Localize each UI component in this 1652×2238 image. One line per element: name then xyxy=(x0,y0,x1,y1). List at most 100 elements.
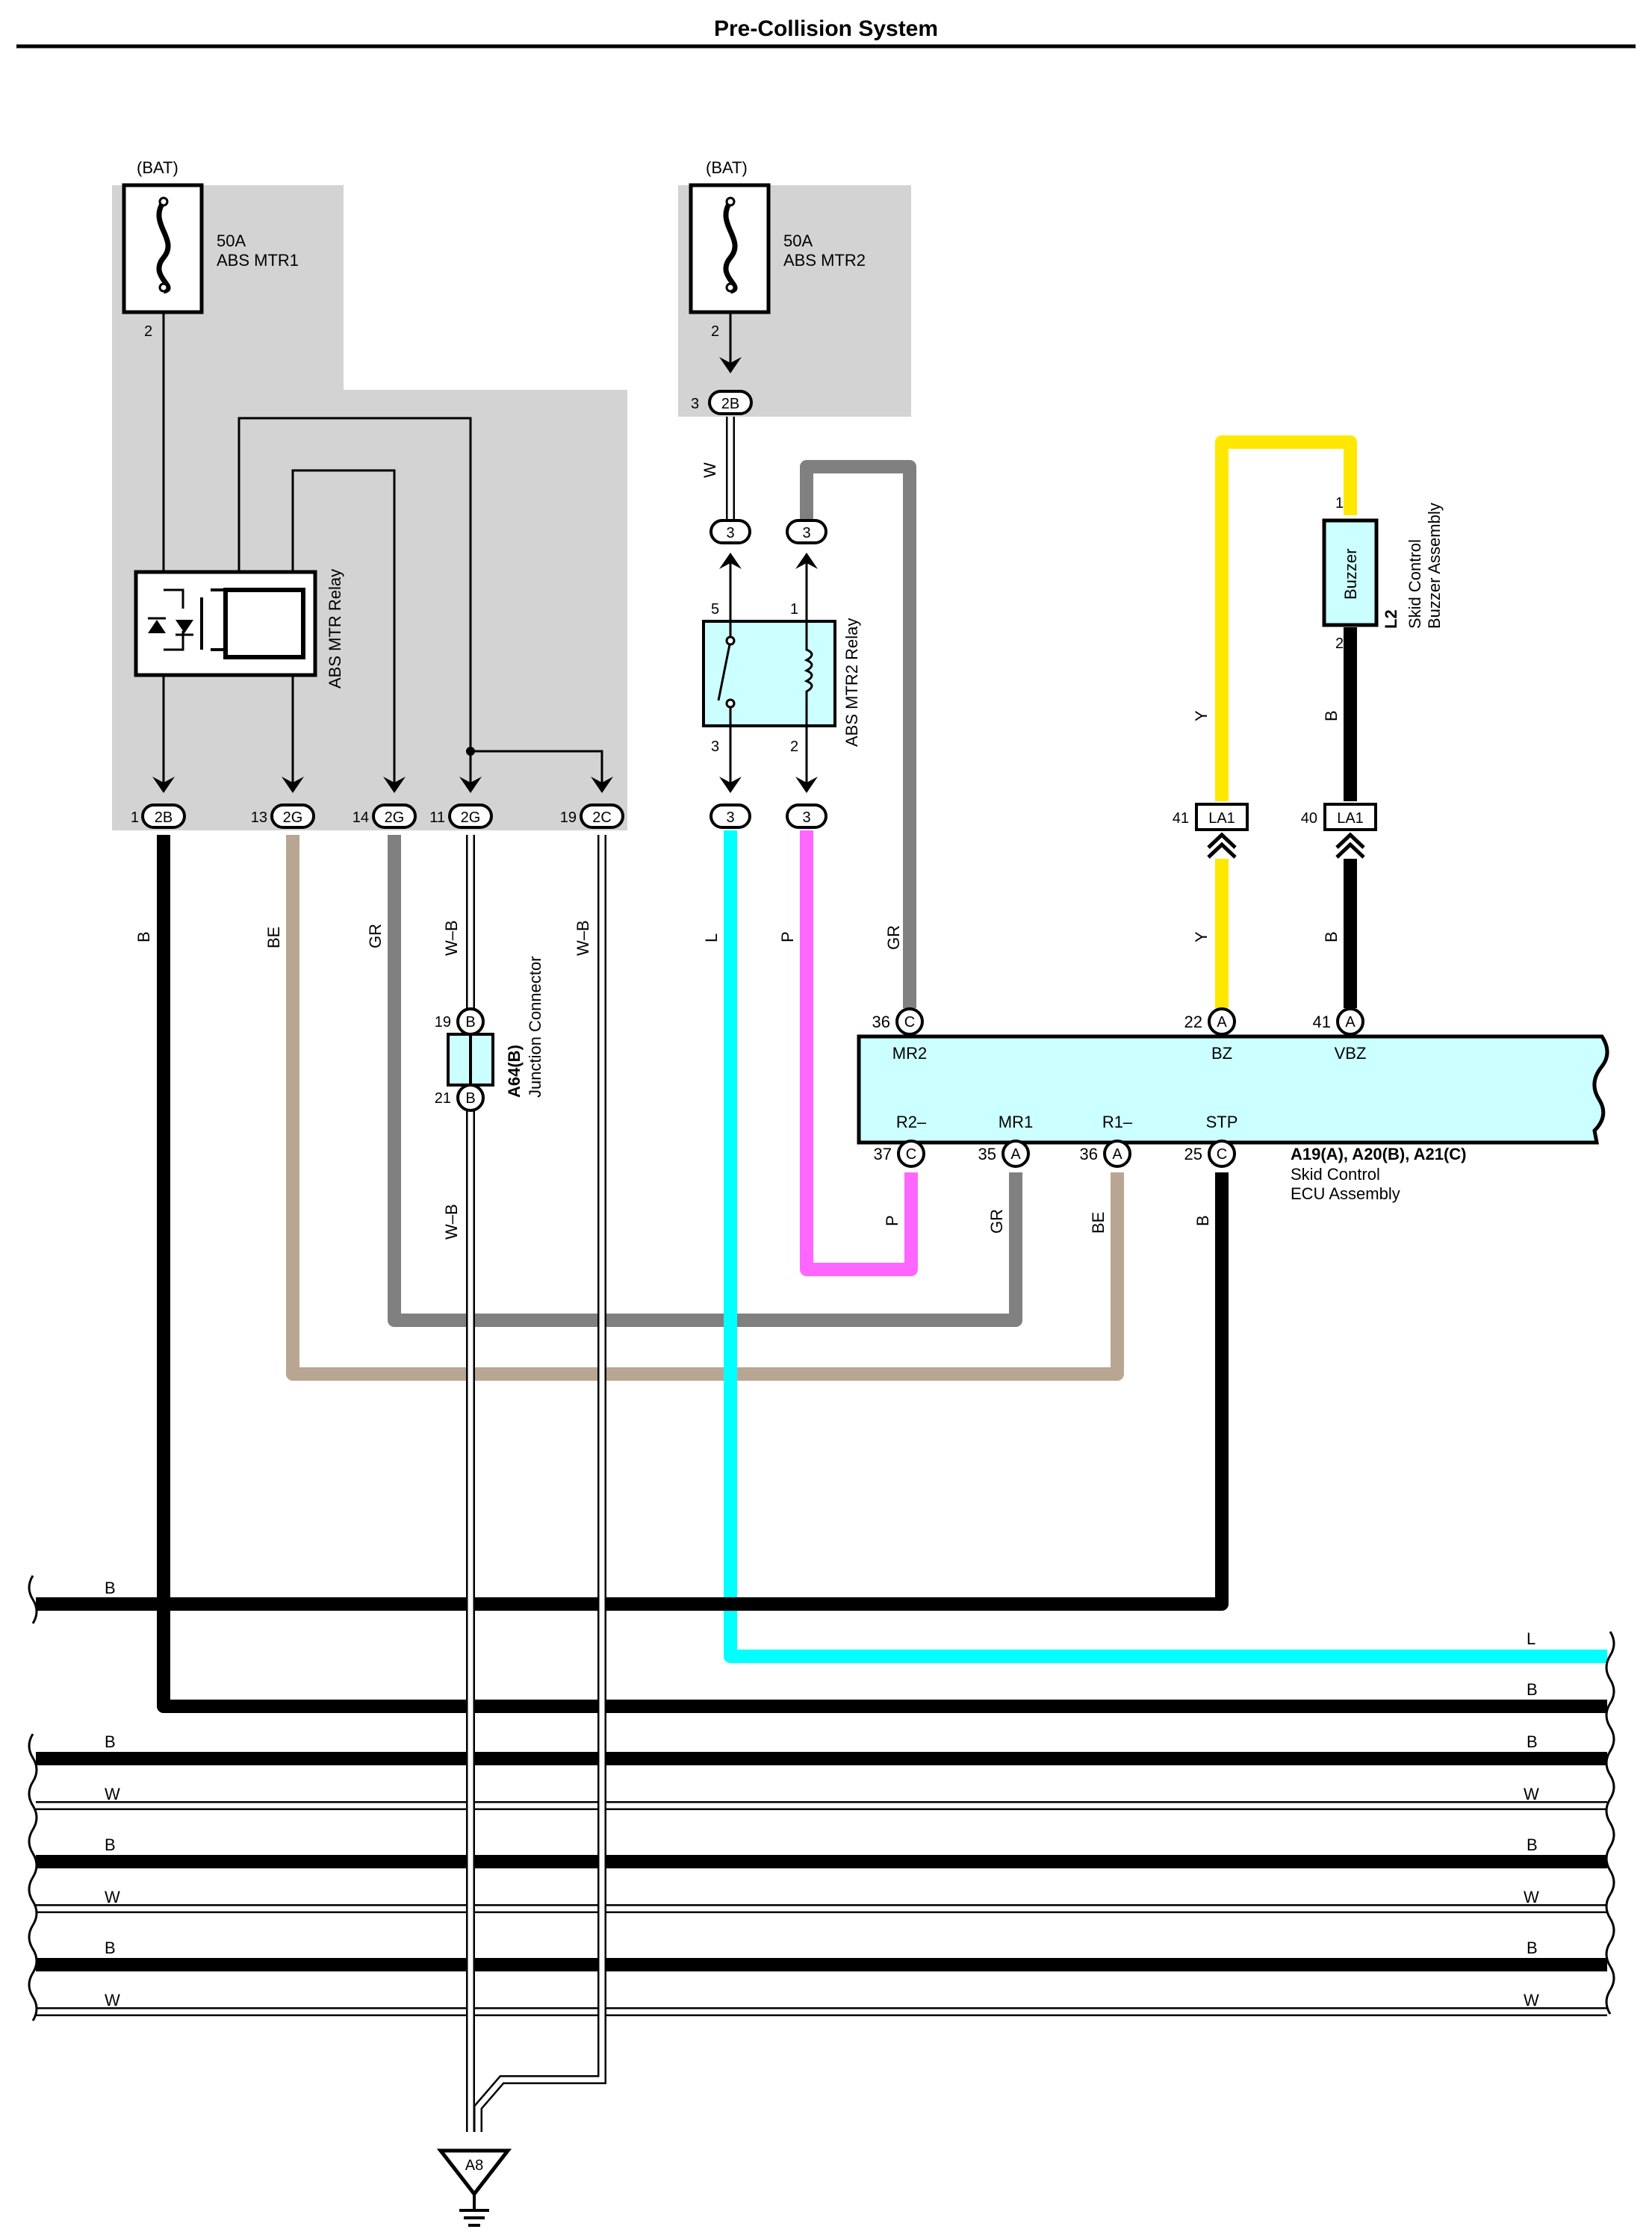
junction-letter-top: B xyxy=(465,1014,475,1031)
connector-3b-label: 3 xyxy=(802,525,810,541)
wire-be xyxy=(286,835,1124,1381)
wire-label-w-2b: W xyxy=(701,462,719,478)
connector-row-4-id: 2G xyxy=(461,809,481,826)
wire-gr-mr1 xyxy=(388,835,1022,1327)
ecu-pin-mr2 xyxy=(895,1007,924,1036)
fuse1-power: (BAT) xyxy=(137,158,178,177)
ecu-pin-stp xyxy=(1208,1140,1236,1168)
bus-label-right-3: B xyxy=(1527,1732,1538,1751)
arrow-row-4 xyxy=(459,777,482,793)
junction-name: Junction Connector xyxy=(526,956,544,1098)
fuse2-power: (BAT) xyxy=(706,158,748,177)
connector-la1-b xyxy=(1323,803,1377,831)
junction-id: A64(B) xyxy=(505,1045,524,1098)
wire-l xyxy=(724,830,1607,1663)
ecu-pin-mr1 xyxy=(1002,1140,1030,1168)
connector-row-4-pin: 11 xyxy=(429,809,445,826)
arrow-3d xyxy=(795,777,818,793)
connector-row-5 xyxy=(580,803,624,829)
relay2-pin-2: 2 xyxy=(790,739,798,755)
bus-label-left-6: B xyxy=(105,1939,116,1957)
connector-row-1-id: 2B xyxy=(155,809,173,826)
ecu-pin-stp-conn: C xyxy=(1217,1146,1227,1163)
ecu-pin-mr2-conn: C xyxy=(904,1014,915,1031)
connector-la1-a-pin: 41 xyxy=(1173,810,1189,827)
connector-3b xyxy=(786,519,827,544)
ecu-pin-mr1-conn: A xyxy=(1010,1146,1021,1163)
abs-mtr-relay xyxy=(134,570,317,677)
wire-label-gr-low: GR xyxy=(987,1209,1006,1234)
ecu-term-stp: STP xyxy=(1206,1113,1238,1131)
ecu-pin-r2-num: 37 xyxy=(874,1145,892,1163)
page-title: Pre-Collision System xyxy=(714,16,938,41)
arrow-row-5 xyxy=(591,777,613,793)
connector-row-1 xyxy=(141,803,186,829)
connector-2b-top-id: 2B xyxy=(721,396,739,412)
ecu-pin-vbz-num: 41 xyxy=(1313,1013,1331,1031)
ecu-term-mr2: MR2 xyxy=(892,1044,927,1063)
abs-mtr2-relay-label: ABS MTR2 Relay xyxy=(842,618,861,747)
ecu-term-r1: R1– xyxy=(1102,1113,1133,1131)
bus-label-right-8: W xyxy=(1524,1991,1539,2009)
abs-mtr2-relay xyxy=(702,620,836,727)
ecu-pin-bz xyxy=(1208,1007,1236,1036)
buzzer-pin-bottom: 2 xyxy=(1335,635,1344,652)
connector-3d xyxy=(786,803,827,829)
wire-gr-mr2 xyxy=(800,460,916,1008)
connector-2b-top xyxy=(708,390,753,415)
arrow-row-3 xyxy=(383,777,406,793)
wire-label-gr-col: GR xyxy=(366,924,385,948)
connector-la1-b-id: LA1 xyxy=(1337,810,1364,827)
connector-la1-a-id: LA1 xyxy=(1208,810,1235,827)
wire-label-p-low: P xyxy=(883,1215,901,1226)
junction-pin-bottom: 21 xyxy=(435,1090,451,1107)
ecu-pin-r2-conn: C xyxy=(906,1146,916,1163)
connector-row-3-id: 2G xyxy=(385,809,405,826)
wire-label-b-col: B xyxy=(134,931,153,942)
connector-la1-a xyxy=(1195,803,1249,831)
wire-y-top xyxy=(1215,435,1357,801)
ecu-term-r2: R2– xyxy=(896,1113,927,1131)
wire-label-l-col: L xyxy=(702,933,721,942)
ecu-pin-bz-conn: A xyxy=(1217,1014,1227,1031)
ecu-id: A19(A), A20(B), A21(C) xyxy=(1291,1145,1467,1163)
junction-connector xyxy=(447,1007,494,1112)
ecu-term-bz: BZ xyxy=(1211,1044,1232,1063)
connector-2b-top-pin: 3 xyxy=(691,396,699,412)
buzzer-label: Buzzer xyxy=(1341,549,1360,600)
ecu-pin-stp-num: 25 xyxy=(1184,1145,1202,1163)
connector-row-5-id: 2C xyxy=(592,809,612,826)
bus-label-left-3: W xyxy=(105,1785,120,1803)
buzzer xyxy=(1322,518,1379,627)
chevron-la1-b xyxy=(1335,832,1365,859)
connector-row-4 xyxy=(448,803,493,829)
connector-3c-label: 3 xyxy=(726,809,734,826)
ecu-body xyxy=(857,1034,1609,1145)
junction-pin-top: 19 xyxy=(435,1014,451,1031)
ecu-name-1: Skid Control xyxy=(1291,1165,1380,1184)
wire-branch-2c xyxy=(471,750,603,784)
buzzer-name-1: Skid Control xyxy=(1406,539,1424,629)
connector-row-3-pin: 14 xyxy=(353,809,369,826)
relay2-pin-5: 5 xyxy=(711,601,719,618)
buzzer-id: L2 xyxy=(1382,609,1400,629)
fuse1-rating: 50A xyxy=(217,231,246,250)
wire-wb-2 xyxy=(473,835,606,2132)
connector-row-3 xyxy=(372,803,417,829)
connector-row-2 xyxy=(270,803,315,829)
wire-label-y-top: Y xyxy=(1192,710,1211,721)
ecu-pin-r2 xyxy=(897,1140,925,1168)
relay2-pin-1: 1 xyxy=(790,601,798,618)
wire-b-stp xyxy=(36,1172,1229,1611)
wire-relay-coil-a xyxy=(237,417,472,784)
fuse-abs-mtr1 xyxy=(122,183,204,314)
buzzer-pin-top: 1 xyxy=(1335,495,1344,512)
wire-label-b-low: B xyxy=(1193,1215,1212,1226)
bus-label-right-1: L xyxy=(1527,1629,1535,1648)
abs-mtr-relay-label: ABS MTR Relay xyxy=(326,569,344,689)
connector-3c xyxy=(709,803,751,829)
relay2-pin-3: 3 xyxy=(711,739,719,755)
ecu-pin-bz-num: 22 xyxy=(1184,1013,1202,1031)
arrow-3b xyxy=(795,553,818,569)
